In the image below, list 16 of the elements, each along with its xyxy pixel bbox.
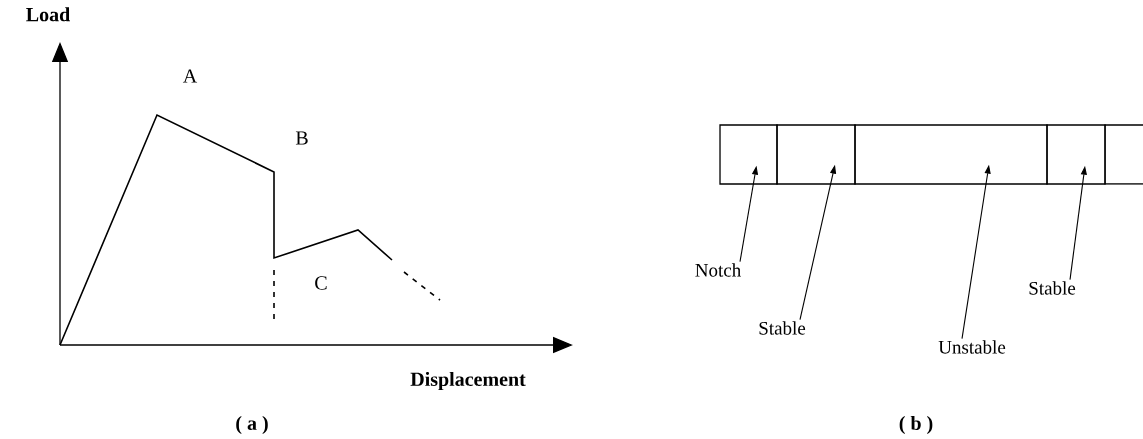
axis-label: Load [26, 7, 70, 22]
specimen-cell [1046, 124, 1106, 185]
point-label: C [315, 276, 327, 290]
leader-text: Stable [1029, 281, 1076, 295]
leader-text: Unstable [938, 340, 1006, 354]
specimen-cell [854, 124, 1048, 185]
leader-text: Notch [695, 263, 741, 277]
panel-label: ( b ) [899, 415, 933, 435]
specimen-cell [719, 124, 778, 185]
point-label: B [295, 131, 308, 145]
specimen-cell [776, 124, 856, 185]
leader-text: Stable [759, 321, 806, 335]
panel-label: ( a ) [236, 415, 268, 435]
specimen-cell [1104, 124, 1143, 185]
axis-label: Displacement [410, 371, 526, 391]
point-label: A [182, 69, 198, 83]
